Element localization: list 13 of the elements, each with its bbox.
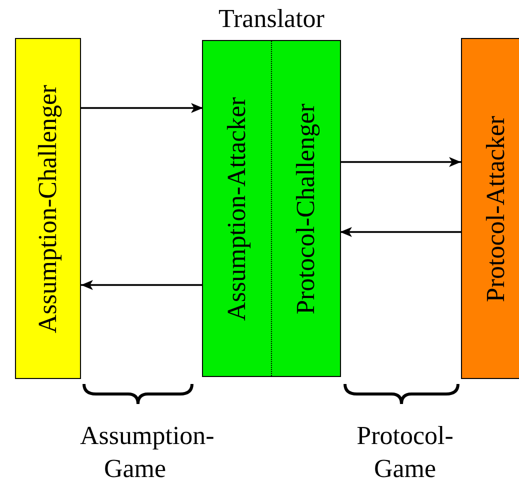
entity-label: Assumption-Challenger	[35, 84, 61, 333]
entity-box	[15, 38, 81, 379]
arrow	[81, 280, 203, 290]
arrow	[340, 227, 461, 237]
entity-label: Protocol-Challenger	[293, 103, 319, 314]
entity-label: Protocol-Attacker	[483, 115, 509, 302]
arrow	[340, 157, 461, 167]
entity-box	[461, 38, 519, 379]
arrow	[81, 103, 203, 113]
box-heading: Translator	[218, 3, 324, 34]
brace-label: Assumption- Game	[79, 420, 216, 484]
entity-label: Assumption-Attacker	[224, 96, 250, 320]
brace-label: Protocol- Game	[356, 420, 454, 484]
